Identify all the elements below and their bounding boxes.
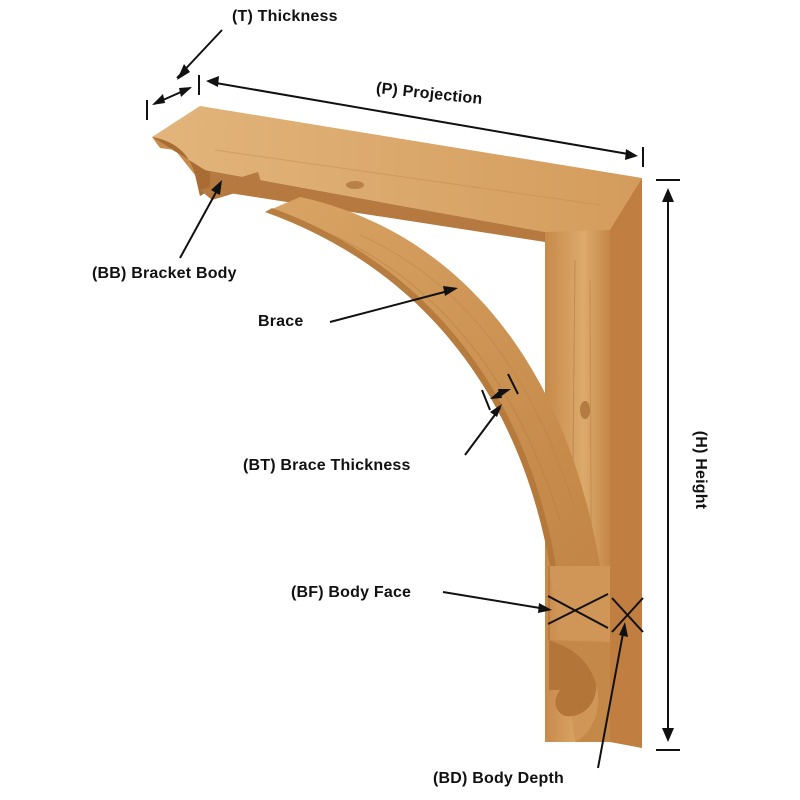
dimension-lines xyxy=(146,29,680,769)
body-depth-arrowhead xyxy=(619,622,628,637)
brace-thickness-label: (BT) Brace Thickness xyxy=(243,457,411,474)
body-depth-cross-b xyxy=(611,597,644,633)
bracket-body-label: (BB) Bracket Body xyxy=(92,265,237,282)
thickness-label: (T) Thickness xyxy=(232,8,338,25)
thickness-leader-arrowhead xyxy=(177,64,190,80)
bracket-foot xyxy=(548,566,610,742)
body-face-cross-a xyxy=(547,595,609,629)
body-face-cross-b xyxy=(547,593,609,625)
body-face-arrowhead xyxy=(538,603,552,613)
brace-thickness-tick-left xyxy=(481,389,491,411)
thickness-arrowhead-left xyxy=(152,94,165,105)
height-label: (H) Height xyxy=(692,430,709,510)
projection-arrowhead-right xyxy=(625,149,638,160)
projection-dimension xyxy=(209,81,635,156)
bracket-body-beam xyxy=(152,106,642,242)
brace-thickness-arrowhead-right xyxy=(498,389,511,397)
height-arrowhead-top xyxy=(662,188,674,202)
brace-label: Brace xyxy=(258,313,304,330)
body-depth-label: (BD) Body Depth xyxy=(433,770,564,787)
brace-arrowhead xyxy=(443,286,458,296)
projection-arrowhead-left xyxy=(206,76,219,87)
brace-thickness-leader xyxy=(464,407,501,456)
body-face-label: (BF) Body Face xyxy=(291,584,412,601)
thickness-arrowhead-right xyxy=(179,87,192,97)
body-face-leader xyxy=(442,591,547,610)
height-arrowhead-bottom xyxy=(662,728,674,742)
brace-leader xyxy=(329,289,453,323)
body-depth-leader xyxy=(597,627,625,769)
bracket-body-leader xyxy=(179,184,221,259)
bracket-body-arrowhead xyxy=(211,180,222,195)
arrowheads xyxy=(152,64,674,742)
brace-thickness-tick-right xyxy=(507,373,519,395)
brace-thickness-leader-arrowhead xyxy=(490,404,502,417)
brace-shape xyxy=(265,197,600,566)
